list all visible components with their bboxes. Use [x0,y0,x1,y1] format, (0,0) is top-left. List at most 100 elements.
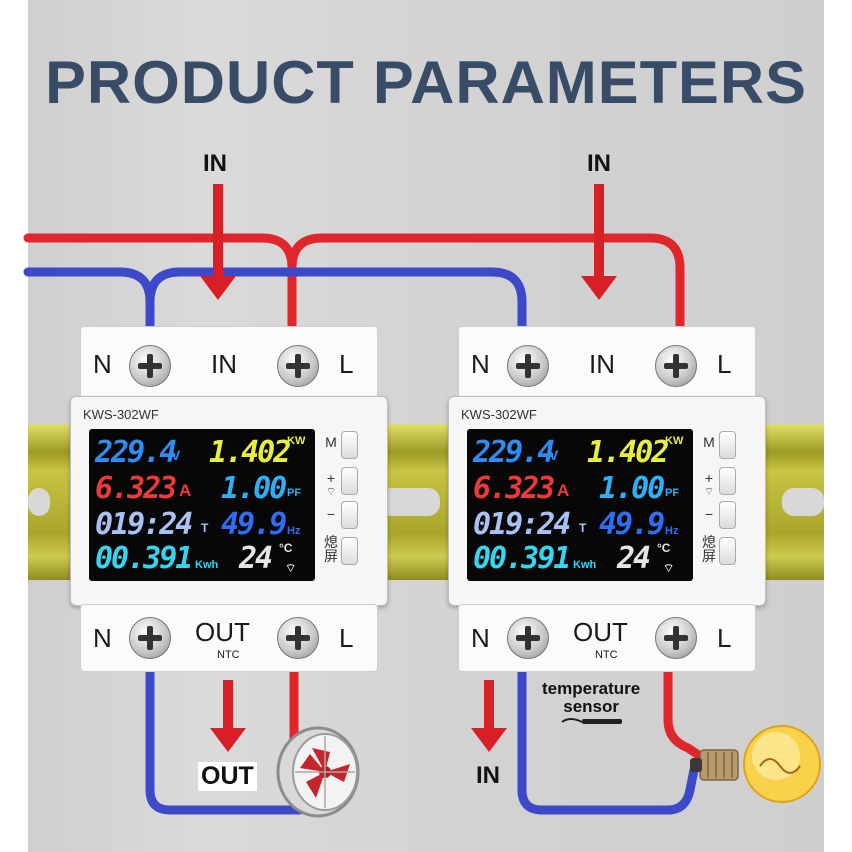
terminal-n-label: N [93,349,112,379]
label-out-bottom-left: OUT [198,762,257,791]
button-screen-label: 熄屏 [702,534,716,564]
energy-unit: Kwh [573,559,597,571]
button-minus-label: − [326,506,336,522]
screw-n [507,617,549,659]
terminal-ntc-label: NTC [595,649,618,661]
wifi-icon: ⌔ [285,561,297,575]
energy-meter-right: N IN L KWS-302WF 229.4 V 1.402 KW 6.323 … [448,326,766,672]
current-value: 6.323 [95,471,177,506]
neutral-wire-top [23,267,155,335]
wifi-icon-small: ⌔ [325,486,337,498]
terminal-l-label: L [717,623,732,653]
neutral-wire-bottom-right [517,665,699,815]
live-wire-top-2 [287,233,685,335]
button-screen-off[interactable] [719,537,736,565]
button-plus[interactable] [341,467,358,495]
wifi-icon-small: ⌔ [703,486,715,498]
terminal-n-label: N [471,623,490,653]
terminal-l-label: L [717,349,732,379]
button-plus-label: + [326,470,336,486]
pf-unit: PF [665,487,680,499]
button-m[interactable] [341,431,358,459]
button-minus[interactable] [719,501,736,529]
light-bulb-image [690,725,821,803]
current-unit: A [557,481,570,500]
time-value: 019:24 [95,507,193,542]
meter-front-panel: KWS-302WF 229.4 V 1.402 KW 6.323 A 1.00 … [70,396,388,606]
pf-value: 1.00 [599,471,665,506]
screw-n [129,345,171,387]
top-terminal-block: N IN L [458,326,756,400]
label-in-bottom-right: IN [476,762,500,789]
fan-image [276,726,360,818]
screw-n [129,617,171,659]
temperature-unit: °C [279,541,293,555]
voltage-unit: V [171,447,181,463]
top-terminal-block: N IN L [80,326,378,400]
frequency-value: 49.9 [599,507,665,542]
page-title: PRODUCT PARAMETERS [45,49,807,116]
current-value: 6.323 [473,471,555,506]
arrow-in-right [581,184,617,300]
voltage-value: 229.4 [473,435,555,470]
temperature-sensor-probe [561,718,622,724]
time-value: 019:24 [473,507,571,542]
energy-unit: Kwh [195,559,219,571]
energy-meter-left: N IN L KWS-302WF 229.4 V 1.402 KW 6.323 … [70,326,388,672]
temperature-value: 24 [617,541,651,576]
wifi-icon: ⌔ [663,561,675,575]
button-minus-label: − [704,506,714,522]
arrow-in-left [200,184,236,300]
voltage-value: 229.4 [95,435,177,470]
lcd-display: 229.4 V 1.402 KW 6.323 A 1.00 PF 019:24 … [89,429,315,581]
button-m[interactable] [719,431,736,459]
model-label: KWS-302WF [83,407,159,422]
bottom-terminal-block: N OUT NTC L [458,604,756,672]
terminal-out-label: OUT [573,617,628,647]
pf-value: 1.00 [221,471,287,506]
button-screen-off[interactable] [341,537,358,565]
temperature-unit: °C [657,541,671,555]
live-wire-bottom-right [663,665,711,765]
frequency-unit: Hz [665,525,679,537]
energy-value: 00.391 [473,541,571,576]
screw-l [277,617,319,659]
terminal-n-label: N [471,349,490,379]
terminal-n-label: N [93,623,112,653]
label-temperature-sensor: temperature sensor [542,679,641,716]
lcd-display: 229.4 V 1.402 KW 6.323 A 1.00 PF 019:24 … [467,429,693,581]
terminal-in-label: IN [589,349,615,379]
energy-value: 00.391 [95,541,193,576]
neutral-wire-bottom-left [145,665,305,815]
arrow-out-left [210,680,246,752]
frequency-unit: Hz [287,525,301,537]
terminal-l-label: L [339,349,354,379]
voltage-unit: V [549,447,559,463]
time-unit: T [201,521,209,535]
power-value: 1.402 [587,435,669,470]
screw-l [655,345,697,387]
terminal-in-label: IN [211,349,237,379]
button-m-label: M [703,434,715,450]
frequency-value: 49.9 [221,507,287,542]
arrow-in-bottom-right [471,680,507,752]
power-unit: KW [287,435,306,447]
button-m-label: M [325,434,337,450]
power-value: 1.402 [209,435,291,470]
screw-l [277,345,319,387]
bottom-terminal-block: N OUT NTC L [80,604,378,672]
label-in-top-right: IN [587,150,611,177]
button-plus[interactable] [719,467,736,495]
pf-unit: PF [287,487,302,499]
time-unit: T [579,521,587,535]
model-label: KWS-302WF [461,407,537,422]
screw-n [507,345,549,387]
label-in-top-left: IN [203,150,227,177]
button-minus[interactable] [341,501,358,529]
power-unit: KW [665,435,684,447]
screw-l [655,617,697,659]
neutral-wire-top-2 [145,267,527,335]
live-wire-top [23,233,297,335]
